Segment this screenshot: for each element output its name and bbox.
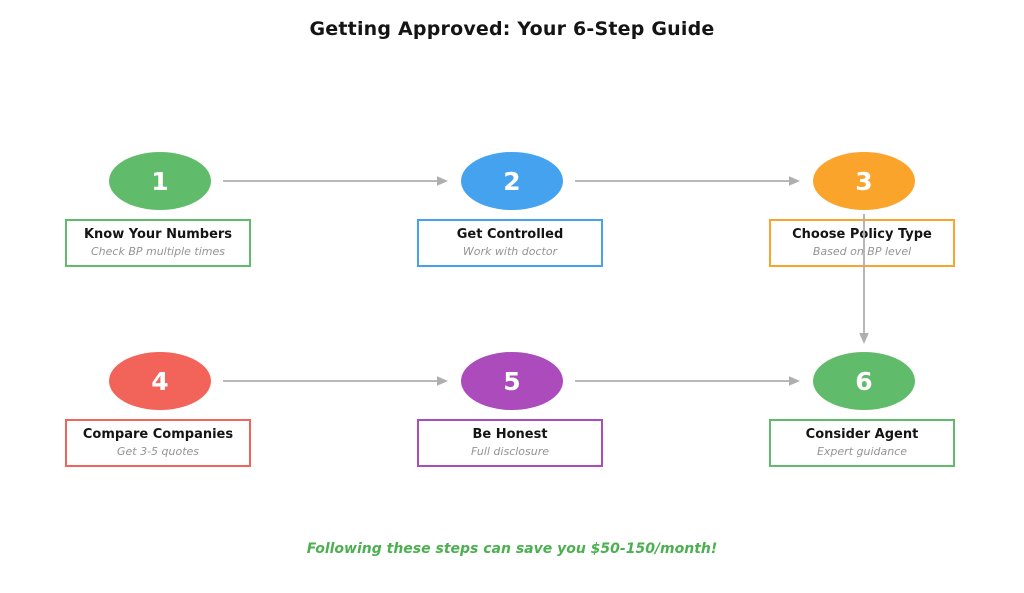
step-number: 5 bbox=[503, 366, 521, 396]
step-subtitle: Get 3-5 quotes bbox=[116, 444, 200, 458]
step-box-3: Choose Policy Type Based on BP level bbox=[769, 219, 955, 267]
step-subtitle: Check BP multiple times bbox=[90, 244, 225, 258]
arrowhead-3-to-6-icon bbox=[859, 333, 869, 344]
step-subtitle: Work with doctor bbox=[462, 244, 558, 258]
step-circle-2: 2 bbox=[461, 152, 563, 210]
step-group-5: 5 Be Honest Full disclosure bbox=[417, 352, 607, 467]
step-title: Be Honest bbox=[472, 426, 548, 442]
step-circle-6: 6 bbox=[813, 352, 915, 410]
step-group-6: 6 Consider Agent Expert guidance bbox=[769, 352, 959, 467]
step-group-4: 4 Compare Companies Get 3-5 quotes bbox=[65, 352, 255, 467]
step-number: 3 bbox=[855, 166, 873, 196]
step-number: 2 bbox=[503, 166, 521, 196]
step-circle-3: 3 bbox=[813, 152, 915, 210]
step-subtitle: Full disclosure bbox=[470, 444, 550, 458]
step-box-2: Get Controlled Work with doctor bbox=[417, 219, 603, 267]
savings-caption: Following these steps can save you $50-1… bbox=[306, 541, 718, 557]
step-circle-4: 4 bbox=[109, 352, 211, 410]
step-title: Know Your Numbers bbox=[83, 226, 233, 242]
step-title: Choose Policy Type bbox=[792, 226, 932, 242]
step-box-6: Consider Agent Expert guidance bbox=[769, 419, 955, 467]
step-subtitle: Based on BP level bbox=[812, 244, 912, 258]
step-title: Compare Companies bbox=[82, 426, 234, 442]
step-number: 4 bbox=[151, 366, 169, 396]
step-group-3: 3 Choose Policy Type Based on BP level bbox=[769, 152, 959, 267]
step-circle-5: 5 bbox=[461, 352, 563, 410]
step-group-1: 1 Know Your Numbers Check BP multiple ti… bbox=[65, 152, 255, 267]
step-number: 1 bbox=[151, 166, 169, 196]
step-group-2: 2 Get Controlled Work with doctor bbox=[417, 152, 607, 267]
step-number: 6 bbox=[855, 366, 873, 396]
step-title: Consider Agent bbox=[805, 426, 919, 442]
step-title: Get Controlled bbox=[456, 226, 564, 242]
step-circle-1: 1 bbox=[109, 152, 211, 210]
step-box-1: Know Your Numbers Check BP multiple time… bbox=[65, 219, 251, 267]
step-box-4: Compare Companies Get 3-5 quotes bbox=[65, 419, 251, 467]
step-box-5: Be Honest Full disclosure bbox=[417, 419, 603, 467]
step-subtitle: Expert guidance bbox=[816, 444, 908, 458]
page-title: Getting Approved: Your 6-Step Guide bbox=[309, 18, 715, 40]
